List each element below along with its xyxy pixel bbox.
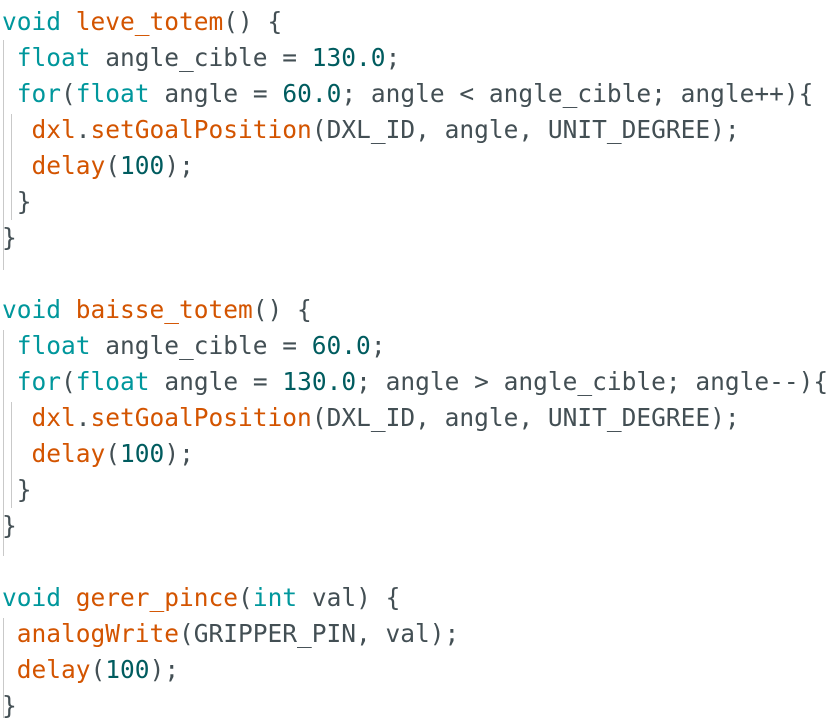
code-token-kw: void: [2, 295, 62, 324]
indent-guide: [3, 330, 4, 556]
code-token-plain: [2, 655, 17, 684]
code-token-plain: ;: [370, 331, 386, 360]
code-line[interactable]: float angle_cible = 60.0;: [2, 328, 386, 364]
code-token-kw: float: [16, 43, 91, 72]
code-token-plain: angle =: [149, 367, 283, 396]
code-token-kw: void: [2, 7, 62, 36]
code-token-plain: (: [238, 583, 253, 612]
code-token-kw: for: [16, 79, 62, 108]
code-token-plain: .: [75, 403, 91, 432]
code-token-fn: dxl: [31, 115, 76, 144]
code-token-plain: [61, 295, 76, 324]
code-token-plain: ; angle < angle_cible; angle++){: [341, 79, 814, 108]
code-token-kw: void: [2, 583, 62, 612]
code-line[interactable]: dxl.setGoalPosition(DXL_ID, angle, UNIT_…: [2, 112, 740, 148]
code-token-plain: val) {: [297, 583, 401, 612]
code-token-plain: );: [149, 655, 180, 684]
code-token-fn: leve_totem: [75, 7, 224, 36]
code-token-plain: [2, 331, 17, 360]
code-line[interactable]: }: [2, 184, 32, 220]
code-line[interactable]: delay(100);: [2, 148, 194, 184]
code-token-kw: for: [16, 367, 62, 396]
code-token-plain: ;: [385, 43, 401, 72]
indent-guide: [3, 618, 4, 718]
code-token-plain: );: [164, 439, 194, 468]
code-token-fn: dxl: [31, 403, 76, 432]
code-token-plain: (DXL_ID, angle, UNIT_DEGREE);: [311, 115, 740, 144]
code-token-plain: [2, 43, 17, 72]
code-token-kw: int: [252, 583, 298, 612]
code-token-fn: setGoalPosition: [90, 115, 312, 144]
code-token-plain: }: [2, 511, 17, 540]
code-line[interactable]: for(float angle = 130.0; angle > angle_c…: [2, 364, 826, 400]
code-token-plain: [2, 79, 17, 108]
indent-guide: [11, 114, 12, 220]
code-token-plain: (: [105, 439, 121, 468]
code-token-plain: [61, 7, 76, 36]
code-token-plain: }: [2, 691, 17, 720]
code-token-kw: float: [75, 367, 150, 396]
code-token-num: 100: [105, 655, 150, 684]
code-line[interactable]: void baisse_totem() {: [2, 292, 312, 328]
code-token-plain: .: [75, 115, 91, 144]
code-token-plain: [2, 115, 32, 144]
code-token-plain: }: [2, 223, 17, 252]
code-token-plain: [61, 583, 76, 612]
code-token-fn: delay: [31, 151, 106, 180]
code-token-plain: angle =: [149, 79, 283, 108]
code-token-num: 100: [120, 439, 165, 468]
code-token-fn: analogWrite: [16, 619, 180, 648]
code-token-plain: }: [2, 187, 32, 216]
code-token-plain: () {: [252, 295, 312, 324]
code-line[interactable]: dxl.setGoalPosition(DXL_ID, angle, UNIT_…: [2, 400, 740, 436]
code-line[interactable]: for(float angle = 60.0; angle < angle_ci…: [2, 76, 814, 112]
code-token-plain: () {: [223, 7, 283, 36]
code-token-plain: ; angle > angle_cible; angle--){: [356, 367, 826, 396]
code-token-fn: setGoalPosition: [90, 403, 312, 432]
code-token-fn: delay: [31, 439, 106, 468]
indent-guide: [3, 40, 4, 270]
code-token-plain: [2, 367, 17, 396]
code-token-plain: [2, 403, 32, 432]
code-token-fn: gerer_pince: [75, 583, 239, 612]
code-token-plain: );: [164, 151, 194, 180]
code-line[interactable]: }: [2, 688, 17, 724]
code-token-kw: float: [16, 331, 91, 360]
code-token-plain: (: [105, 151, 121, 180]
code-line[interactable]: }: [2, 472, 32, 508]
code-token-plain: (GRIPPER_PIN, val);: [179, 619, 460, 648]
code-token-plain: [2, 619, 17, 648]
code-line[interactable]: }: [2, 220, 17, 256]
code-token-plain: (: [61, 367, 76, 396]
code-line[interactable]: }: [2, 508, 17, 544]
code-token-fn: delay: [16, 655, 91, 684]
code-token-num: 130.0: [311, 43, 386, 72]
code-token-plain: (: [90, 655, 106, 684]
code-line[interactable]: float angle_cible = 130.0;: [2, 40, 401, 76]
code-line[interactable]: void leve_totem() {: [2, 4, 282, 40]
code-token-plain: (DXL_ID, angle, UNIT_DEGREE);: [311, 403, 740, 432]
code-line[interactable]: delay(100);: [2, 652, 179, 688]
code-token-plain: angle_cible =: [90, 43, 312, 72]
code-token-num: 60.0: [282, 79, 342, 108]
code-line[interactable]: void gerer_pince(int val) {: [2, 580, 400, 616]
code-token-plain: angle_cible =: [90, 331, 312, 360]
code-token-plain: [2, 439, 32, 468]
code-token-kw: float: [75, 79, 150, 108]
code-line[interactable]: delay(100);: [2, 436, 194, 472]
code-line[interactable]: analogWrite(GRIPPER_PIN, val);: [2, 616, 460, 652]
code-token-num: 130.0: [282, 367, 357, 396]
code-token-fn: baisse_totem: [75, 295, 253, 324]
code-token-plain: }: [2, 475, 32, 504]
code-token-num: 60.0: [311, 331, 371, 360]
code-token-plain: (: [61, 79, 76, 108]
code-token-num: 100: [120, 151, 165, 180]
code-token-plain: [2, 151, 32, 180]
indent-guide: [11, 402, 12, 508]
